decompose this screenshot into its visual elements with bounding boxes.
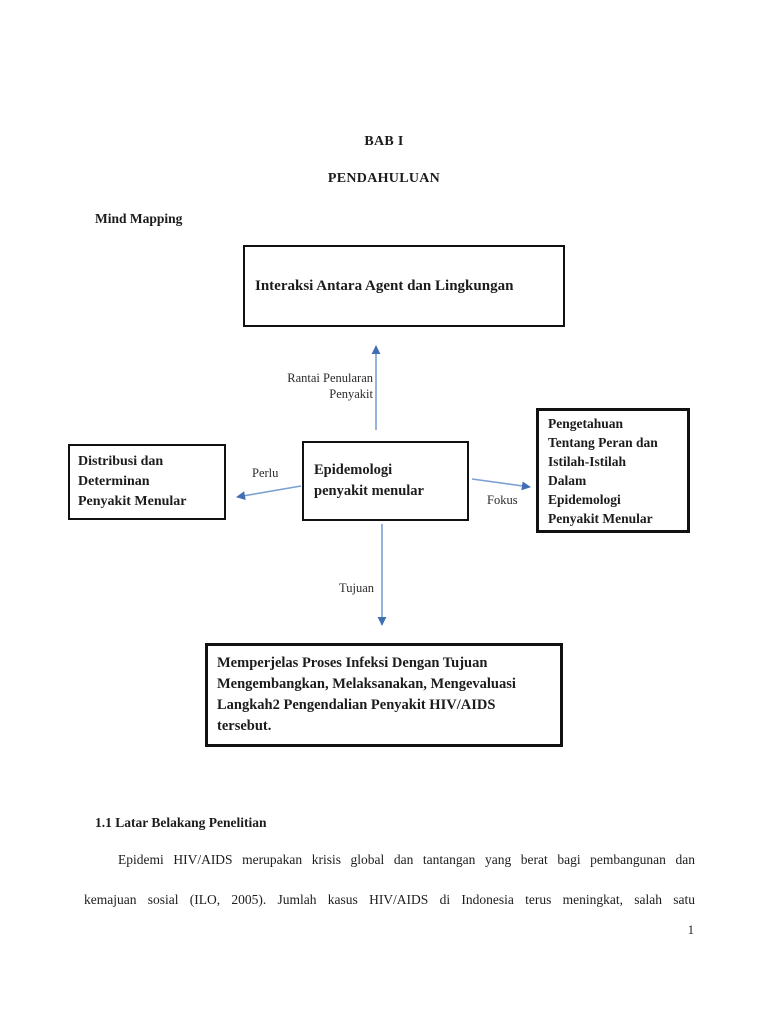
paragraph-line-2: kemajuan sosial (ILO, 2005). Jumlah kasu… <box>84 892 695 907</box>
up-arrow-label-line1: Rantai Penularan <box>287 371 373 385</box>
box-right-line: Pengetahuan <box>548 415 624 431</box>
box-right-line: Penyakit Menular <box>548 510 653 526</box>
arrow-left <box>236 485 302 501</box>
box-memperjelas-proses-infeksi: Memperjelas Proses Infeksi Dengan Tujuan… <box>205 643 563 747</box>
box-epidemologi-penyakit-menular: Epidemologi penyakit menular <box>302 441 469 521</box>
box-center-line: penyakit menular <box>314 483 424 499</box>
box-right-line: Dalam <box>548 472 587 488</box>
box-bottom-line: Memperjelas Proses Infeksi Dengan Tujuan <box>217 655 488 671</box>
box-distribusi-determinan: Distribusi dan Determinan Penyakit Menul… <box>68 444 226 520</box>
box-right-line: Tentang Peran dan <box>548 434 658 450</box>
box-center-line: Epidemologi <box>314 462 393 478</box>
box-left-line: Distribusi dan <box>78 454 164 469</box>
arrow-right <box>471 478 531 491</box>
up-arrow-label-line2: Penyakit <box>329 387 373 401</box>
mind-mapping-label: Mind Mapping <box>95 211 183 226</box>
section-heading: 1.1 Latar Belakang Penelitian <box>95 815 267 830</box>
box-right-line: Epidemologi <box>548 491 621 507</box>
box-bottom-line: Langkah2 Pengendalian Penyakit HIV/AIDS <box>217 697 496 713</box>
box-interaksi-agent-lingkungan: Interaksi Antara Agent dan Lingkungan <box>243 245 565 327</box>
paragraph-line-1: Epidemi HIV/AIDS merupakan krisis global… <box>118 852 695 867</box>
box-left-line: Determinan <box>78 474 150 489</box>
box-right-line: Istilah-Istilah <box>548 453 627 469</box>
up-arrow-label: Rantai Penularan Penyakit <box>240 370 373 402</box>
box-left-line: Penyakit Menular <box>78 494 187 509</box>
box-bottom-line: Mengembangkan, Melaksanakan, Mengevaluas… <box>217 676 516 692</box>
down-arrow-label: Tujuan <box>339 581 374 595</box>
chapter-title: BAB I <box>364 134 404 149</box>
page-number: 1 <box>687 923 694 937</box>
box-top-text: Interaksi Antara Agent dan Lingkungan <box>255 277 514 294</box>
box-pengetahuan-istilah: Pengetahuan Tentang Peran dan Istilah-Is… <box>536 408 690 533</box>
left-arrow-label: Perlu <box>252 466 279 480</box>
right-arrow-label: Fokus <box>487 493 518 507</box>
chapter-subtitle: PENDAHULUAN <box>327 171 441 186</box>
box-bottom-line: tersebut. <box>217 718 272 734</box>
